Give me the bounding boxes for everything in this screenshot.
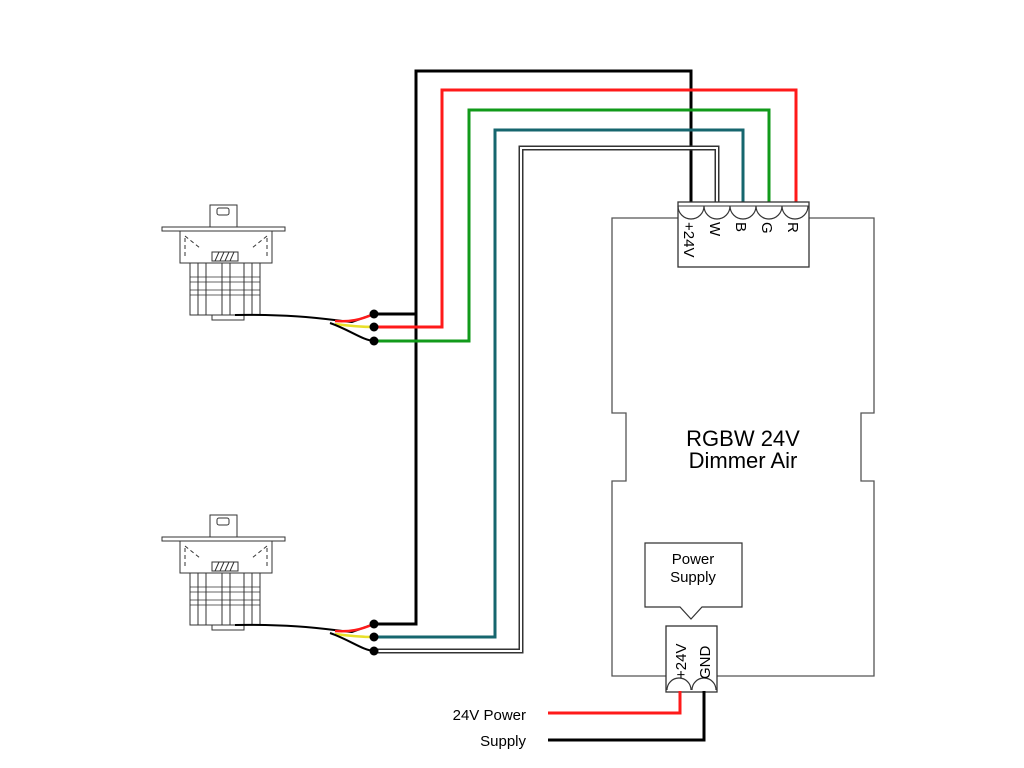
wire-black-24v-2	[374, 314, 418, 626]
terminal-label-b: B	[732, 222, 749, 232]
wire-supply-red	[548, 691, 682, 715]
terminal-label-g: G	[758, 222, 775, 234]
input-label-gnd: GND	[697, 646, 714, 680]
terminal-label-w: W	[706, 222, 723, 237]
junction-dot	[369, 309, 379, 319]
power-label-line1: 24V Power	[453, 707, 526, 724]
input-terminal-block: +24V GND	[665, 625, 718, 693]
input-label-24v: +24V	[673, 644, 690, 679]
wire-supply-black	[548, 691, 706, 742]
dimmer-name-line2: Dimmer Air	[689, 448, 798, 473]
wire-teal	[374, 128, 745, 639]
wall-switch-1	[161, 204, 375, 342]
wall-switch-2	[161, 514, 375, 652]
power-supply-callout	[644, 542, 743, 620]
terminal-label-r: R	[784, 222, 801, 233]
callout-line2: Supply	[670, 569, 716, 586]
wire-green	[374, 108, 771, 343]
wire-white	[374, 147, 718, 652]
junction-dot	[369, 336, 379, 346]
wire-black-24v	[374, 69, 693, 316]
junction-dot	[369, 632, 379, 642]
callout-line1: Power	[672, 551, 715, 568]
power-label-line2: Supply	[480, 733, 526, 750]
dimmer-name-line1: RGBW 24V	[686, 426, 800, 451]
wire-red	[374, 88, 798, 329]
junction-dot	[369, 619, 379, 629]
terminal-label-24v: +24V	[680, 222, 697, 257]
output-terminal-block: +24V W B G R	[677, 201, 810, 268]
junction-dot	[369, 646, 379, 656]
junction-dot	[369, 322, 379, 332]
